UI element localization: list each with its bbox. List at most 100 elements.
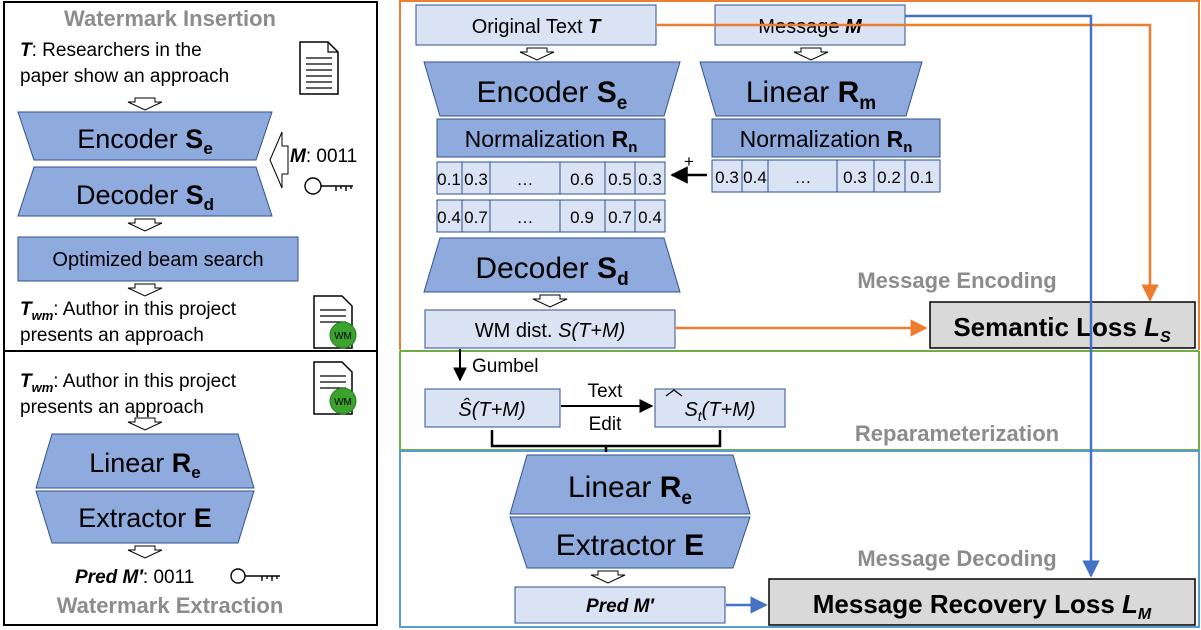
text-vector: 0.1 0.3 … 0.6 0.5 0.3 bbox=[436, 161, 666, 195]
section-title-message-decoding: Message Decoding bbox=[857, 546, 1056, 571]
extraction-input-line1: Twm: Author in this project bbox=[20, 371, 237, 395]
pred-message-label: Pred M′: 0011 bbox=[75, 567, 194, 588]
merge-bracket bbox=[490, 430, 722, 452]
svg-text:0.9: 0.9 bbox=[570, 208, 594, 227]
plus-sign: + bbox=[684, 152, 694, 171]
flow-arrow-8 bbox=[532, 294, 568, 308]
right-linear-re-block bbox=[509, 454, 751, 515]
insertion-title: Watermark Insertion bbox=[64, 6, 276, 31]
extractor-block bbox=[35, 490, 255, 544]
svg-text:0.1: 0.1 bbox=[437, 170, 461, 189]
svg-text:WM: WM bbox=[334, 397, 352, 408]
svg-text:0.2: 0.2 bbox=[877, 168, 901, 187]
extraction-input-line2: presents an approach bbox=[20, 397, 204, 418]
normalization-box-message bbox=[711, 118, 941, 158]
message-encoding-border bbox=[399, 0, 1200, 350]
flow-arrow-1 bbox=[127, 97, 163, 111]
svg-text:0.3: 0.3 bbox=[715, 168, 739, 187]
svg-text:0.5: 0.5 bbox=[608, 170, 632, 189]
watermarked-document-icon: WM bbox=[313, 295, 357, 349]
svg-text:0.4: 0.4 bbox=[437, 208, 461, 227]
right-decoder-block bbox=[423, 237, 681, 293]
pred-message-box bbox=[514, 586, 726, 624]
svg-text:0.7: 0.7 bbox=[464, 208, 488, 227]
document-icon bbox=[299, 41, 339, 95]
svg-text:…: … bbox=[795, 168, 812, 187]
sum-vector: 0.4 0.7 … 0.9 0.7 0.4 bbox=[436, 199, 666, 233]
right-extractor-label: Extractor E bbox=[556, 529, 704, 562]
s-hat-box bbox=[424, 388, 561, 428]
beam-search-label: Optimized beam search bbox=[52, 249, 263, 271]
semantic-loss-box bbox=[929, 301, 1196, 349]
flow-arrow-4 bbox=[127, 417, 163, 431]
message-label: M: 0011 bbox=[290, 146, 357, 167]
message-input-arrow bbox=[269, 131, 289, 189]
output-text-line1: Twm: Author in this project bbox=[20, 299, 237, 323]
input-text-line1: T: Researchers in the bbox=[20, 40, 202, 61]
output-text-line2: presents an approach bbox=[20, 325, 204, 346]
message-box-label: Message M bbox=[758, 16, 863, 38]
text-edit-label-2: Edit bbox=[589, 414, 622, 435]
original-text-box bbox=[415, 4, 657, 46]
key-icon-2 bbox=[230, 568, 280, 584]
right-encoder-label: Encoder Se bbox=[477, 76, 628, 114]
section-title-reparameterization: Reparameterization bbox=[855, 421, 1059, 446]
input-text-line2: paper show an approach bbox=[20, 66, 229, 87]
s-hat-t-hat bbox=[665, 389, 683, 397]
linear-re-block bbox=[35, 433, 255, 489]
pred-message-box-label: Pred M′ bbox=[586, 596, 655, 617]
right-decoder-label: Decoder Sd bbox=[475, 252, 628, 290]
linear-re-label: Linear Re bbox=[89, 448, 201, 482]
svg-text:WM: WM bbox=[334, 331, 352, 342]
gumbel-label: Gumbel bbox=[472, 356, 539, 377]
flow-arrow-9 bbox=[590, 570, 626, 584]
section-title-message-encoding: Message Encoding bbox=[857, 268, 1056, 293]
svg-text:…: … bbox=[517, 208, 534, 227]
flow-arrow-6 bbox=[519, 47, 555, 61]
extraction-title: Watermark Extraction bbox=[57, 593, 284, 618]
orange-arrow-text-to-loss bbox=[656, 23, 1159, 302]
s-hat-t-box bbox=[654, 388, 786, 428]
s-hat-label: Ŝ(T+M) bbox=[458, 397, 525, 421]
flow-arrow-2 bbox=[127, 218, 163, 232]
flow-arrow-7 bbox=[793, 47, 829, 61]
svg-text:0.4: 0.4 bbox=[638, 208, 662, 227]
flow-arrow-5 bbox=[127, 545, 163, 559]
svg-text:0.3: 0.3 bbox=[638, 170, 662, 189]
decoder-block bbox=[17, 166, 273, 217]
s-hat-t-label: St(T+M) bbox=[684, 399, 755, 424]
original-text-label: Original Text T bbox=[472, 16, 602, 38]
extractor-label: Extractor E bbox=[78, 503, 212, 533]
svg-text:0.7: 0.7 bbox=[608, 208, 632, 227]
wm-dist-label: WM dist. S(T+M) bbox=[475, 320, 626, 342]
message-decoding-border bbox=[399, 451, 1200, 628]
right-linear-re-label: Linear Re bbox=[568, 471, 692, 509]
blue-arrow-message-to-decoding bbox=[905, 14, 1100, 578]
encoder-block bbox=[17, 111, 273, 161]
text-edit-label-1: Text bbox=[588, 381, 624, 402]
linear-rm-block bbox=[699, 61, 923, 117]
right-extractor-block bbox=[509, 516, 751, 569]
extraction-panel bbox=[3, 350, 378, 626]
message-vector: 0.3 0.4 … 0.3 0.2 0.1 bbox=[711, 159, 941, 193]
svg-text:…: … bbox=[517, 170, 534, 189]
svg-text:0.6: 0.6 bbox=[570, 170, 594, 189]
flow-arrow-3 bbox=[127, 283, 163, 297]
svg-text:0.4: 0.4 bbox=[743, 168, 767, 187]
semantic-loss-label: Semantic Loss LS bbox=[953, 312, 1171, 346]
svg-text:0.3: 0.3 bbox=[464, 170, 488, 189]
key-icon bbox=[304, 177, 353, 195]
svg-text:0.3: 0.3 bbox=[843, 168, 867, 187]
normalization-label-text: Normalization Rn bbox=[465, 126, 638, 156]
svg-text:0.1: 0.1 bbox=[910, 168, 934, 187]
normalization-box-text bbox=[436, 118, 666, 158]
recovery-loss-box bbox=[768, 578, 1196, 626]
decoder-label: Decoder Sd bbox=[76, 180, 214, 214]
normalization-label-message: Normalization Rn bbox=[740, 126, 913, 156]
encoder-label: Encoder Se bbox=[77, 124, 213, 158]
right-encoder-block bbox=[423, 61, 681, 117]
watermarked-document-icon-2: WM bbox=[313, 361, 357, 415]
linear-rm-label: Linear Rm bbox=[746, 76, 876, 114]
beam-search-block bbox=[17, 236, 299, 282]
